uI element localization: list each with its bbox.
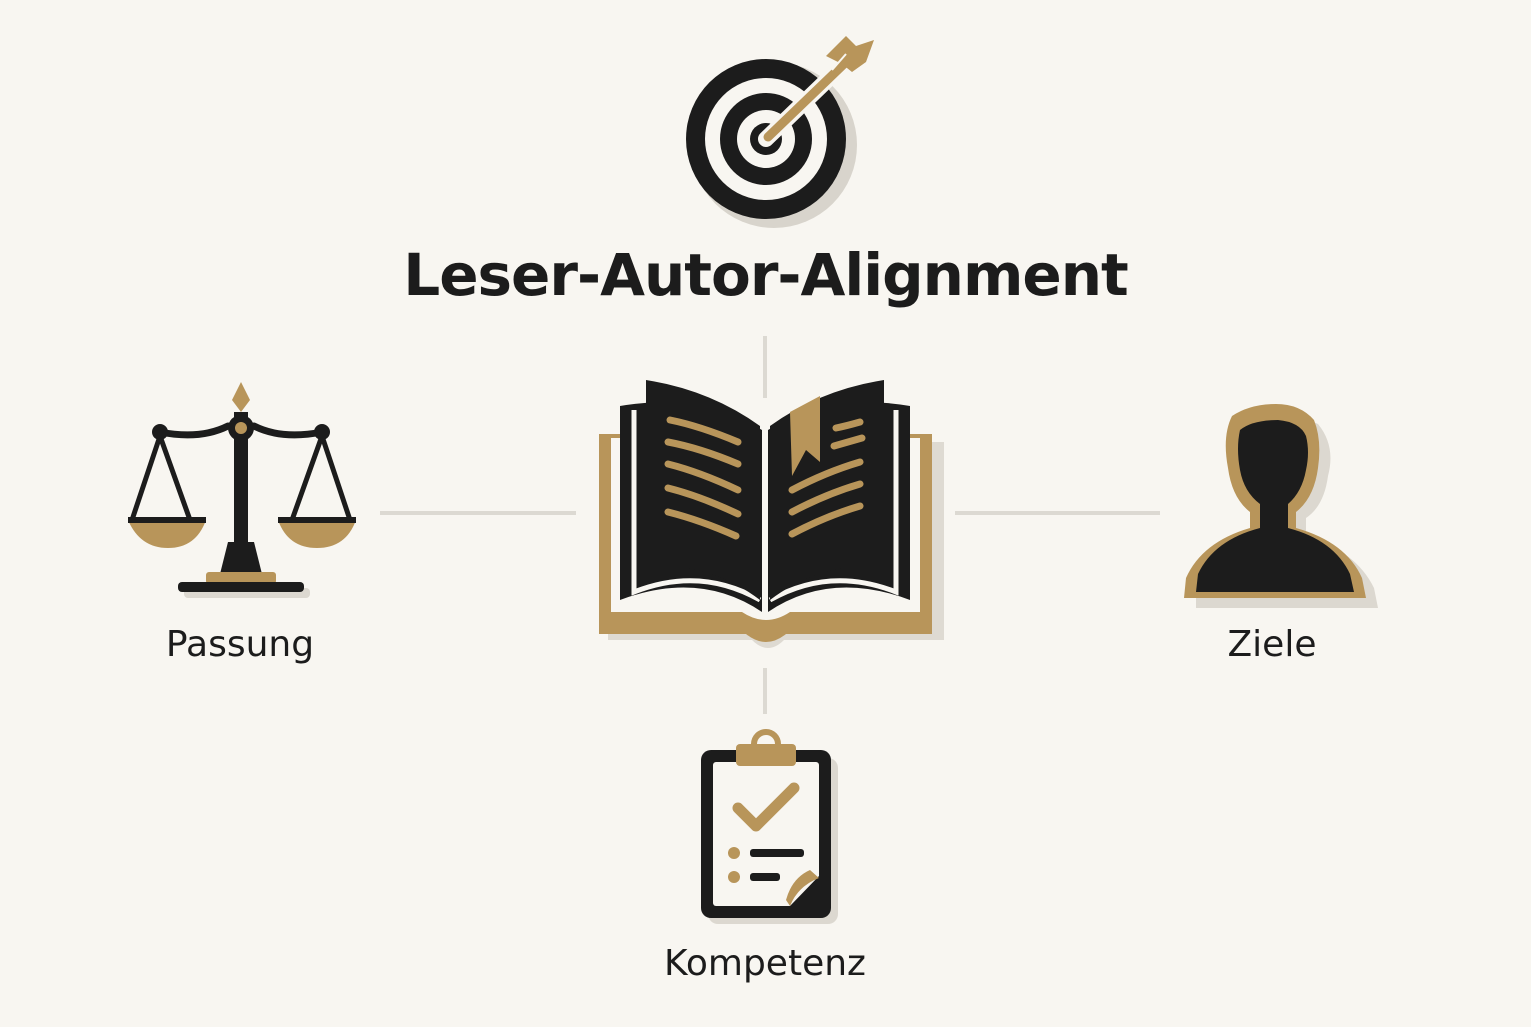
diagram-title: Leser-Autor-Alignment <box>403 241 1129 309</box>
node-label-ziele: Ziele <box>1227 624 1317 665</box>
node-label-kompetenz: Kompetenz <box>664 943 866 984</box>
node-label-passung: Passung <box>165 624 315 665</box>
